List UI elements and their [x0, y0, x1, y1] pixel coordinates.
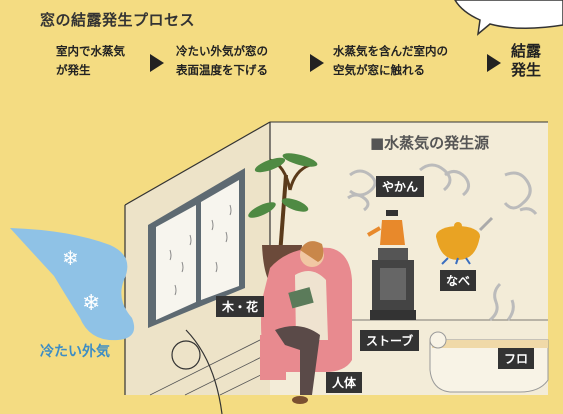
- outside-air-label: 冷たい外気: [40, 344, 110, 360]
- steam-icon: [347, 163, 538, 322]
- person-label: 人体: [326, 372, 363, 393]
- step-1: 室内で水蒸気 が発生: [56, 44, 125, 77]
- arrow-right-icon: [487, 54, 501, 72]
- magnifier-circle: [171, 340, 201, 370]
- pot-label: なべ: [440, 270, 477, 291]
- step-2: 冷たい外気が窓の 表面温度を下げる: [176, 44, 268, 77]
- arrow-right-icon: [310, 54, 324, 72]
- snowflake-icon: ❄: [82, 291, 100, 316]
- bath-label: フロ: [498, 348, 535, 369]
- kettle-illustration: [366, 210, 405, 245]
- stove-illustration: [370, 248, 416, 320]
- step-4: 結露 発生: [511, 42, 542, 79]
- page-title: 窓の結露発生プロセス: [40, 11, 196, 29]
- source-title: ■水蒸気の発生源: [370, 134, 490, 152]
- step-3: 水蒸気を含んだ室内の 空気が窓に触れる: [333, 44, 448, 77]
- snowflake-icon: ❄: [62, 246, 79, 270]
- kettle-label: やかん: [376, 176, 425, 197]
- speech-bubble: [454, 0, 563, 36]
- person-in-chair: [260, 241, 352, 404]
- pot-illustration: [436, 216, 494, 265]
- arrow-right-icon: [150, 54, 164, 72]
- cold-air-blob: [10, 228, 135, 341]
- window: [148, 168, 245, 328]
- stove-label: ストーブ: [360, 330, 420, 351]
- plant-label: 木・花: [216, 296, 265, 317]
